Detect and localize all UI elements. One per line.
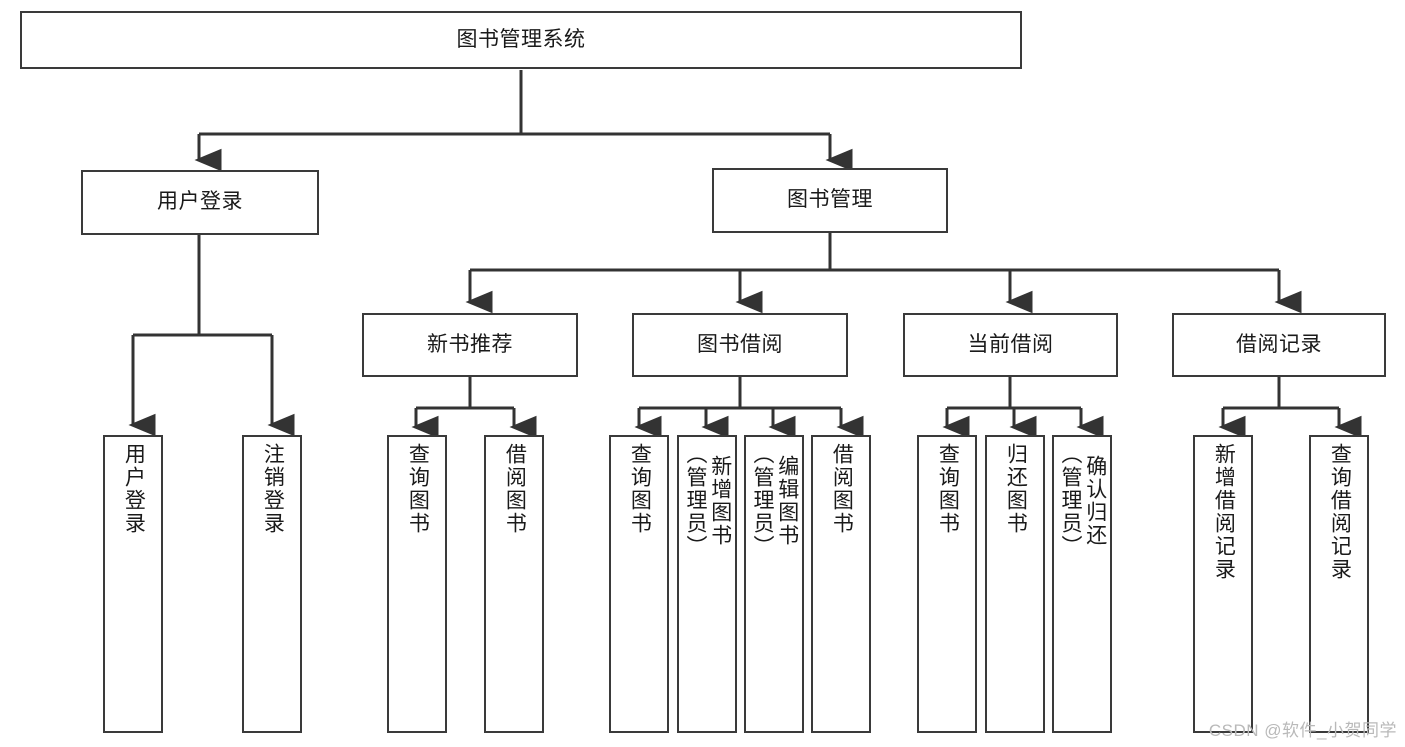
node-book-borrow[interactable]: 图书借阅 (632, 313, 848, 377)
node-borrow-record[interactable]: 借阅记录 (1172, 313, 1386, 377)
node-label: 新书推荐 (427, 332, 513, 356)
node-current-borrow[interactable]: 当前借阅 (903, 313, 1118, 377)
leaf-new-book-borrow[interactable]: 借阅图书 (484, 435, 544, 733)
leaf-record-query[interactable]: 查询借阅记录 (1309, 435, 1369, 733)
node-label: 用户登录 (122, 443, 146, 535)
node-label: 查询图书 (628, 443, 652, 535)
node-label: 当前借阅 (967, 332, 1054, 356)
node-root-system[interactable]: 图书管理系统 (20, 11, 1022, 69)
node-label: 新增图书 （管理员） (684, 443, 732, 558)
leaf-new-book-query[interactable]: 查询图书 (387, 435, 447, 733)
node-label: 归还图书 (1004, 443, 1028, 535)
node-label: 借阅图书 (503, 443, 527, 535)
leaf-borrow-borrow-book[interactable]: 借阅图书 (811, 435, 871, 733)
leaf-current-query-book[interactable]: 查询图书 (917, 435, 977, 733)
node-label: 用户登录 (157, 190, 243, 214)
node-label: 查询借阅记录 (1328, 443, 1352, 581)
leaf-user-login-logout[interactable]: 注销登录 (242, 435, 302, 733)
leaf-user-login-login[interactable]: 用户登录 (103, 435, 163, 733)
node-label: 图书管理系统 (456, 27, 586, 51)
node-new-book-recommend[interactable]: 新书推荐 (362, 313, 578, 377)
watermark-text: CSDN @软件_小贺同学 (1208, 721, 1397, 740)
leaf-borrow-add-book[interactable]: 新增图书 （管理员） (677, 435, 737, 733)
node-label: 查询图书 (936, 443, 960, 535)
node-label: 新增借阅记录 (1212, 443, 1236, 581)
leaf-borrow-query-book[interactable]: 查询图书 (609, 435, 669, 733)
node-label: 注销登录 (261, 443, 285, 535)
leaf-record-add[interactable]: 新增借阅记录 (1193, 435, 1253, 733)
node-label: 编辑图书 （管理员） (751, 443, 799, 558)
node-label: 借阅图书 (830, 443, 854, 535)
node-label: 确认归还 （管理员） (1059, 443, 1107, 558)
node-book-management[interactable]: 图书管理 (712, 168, 948, 233)
leaf-current-return-book[interactable]: 归还图书 (985, 435, 1045, 733)
leaf-current-confirm-return[interactable]: 确认归还 （管理员） (1052, 435, 1112, 733)
node-label: 借阅记录 (1236, 332, 1322, 356)
leaf-borrow-edit-book[interactable]: 编辑图书 （管理员） (744, 435, 804, 733)
node-user-login[interactable]: 用户登录 (81, 170, 319, 235)
node-label: 图书管理 (787, 188, 873, 212)
node-label: 查询图书 (406, 443, 430, 535)
node-label: 图书借阅 (697, 332, 783, 356)
